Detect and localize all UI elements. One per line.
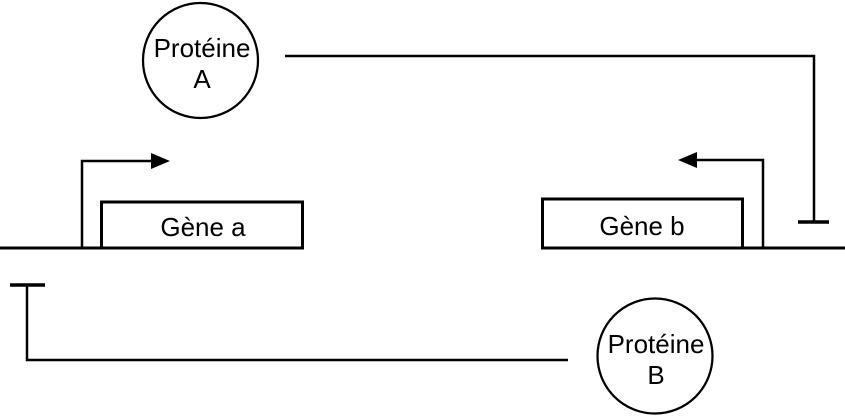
inhibition-line-protein-b-to-gene-a [25, 285, 568, 362]
gene-b-label: Gène b [599, 211, 684, 241]
protein-b-circle [596, 297, 714, 415]
protein-a-circle [141, 1, 260, 120]
protein-b-label-line1: Protéine [608, 329, 705, 359]
promoter-arrowhead-gene-a-icon [151, 153, 170, 169]
protein-a-label-line1: Protéine [154, 33, 251, 63]
promoter-arrow-gene-b [695, 158, 765, 247]
protein-b-label-line2: B [647, 360, 664, 390]
inhibition-line-protein-a-to-gene-b [285, 54, 816, 222]
promoter-arrowhead-gene-b-icon [678, 152, 697, 168]
protein-a-label-line2: A [193, 64, 211, 94]
gene-a-label: Gène a [160, 212, 246, 242]
gene-b-box [541, 197, 744, 250]
promoter-arrow-gene-a [80, 159, 153, 247]
gene-a-box [100, 200, 304, 250]
